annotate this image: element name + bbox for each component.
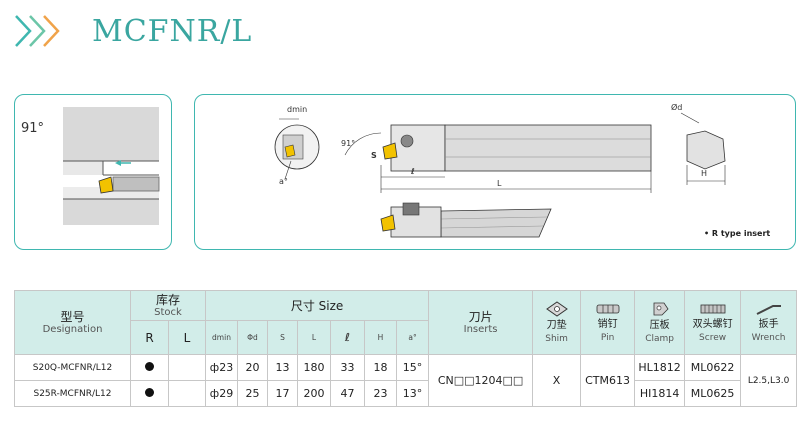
screw-cell: ML0622: [684, 354, 742, 381]
stock-r-cell: [130, 380, 169, 407]
shim-cell: X: [532, 354, 582, 407]
angle-label: 91°: [341, 139, 356, 148]
insert-cell: CN□□1204□□: [428, 354, 534, 407]
a-angle-label: a°: [279, 177, 288, 186]
screw-cell: ML0625: [684, 380, 742, 407]
L-header: L: [297, 320, 331, 355]
stock-header: 库存 Stock: [130, 290, 206, 321]
shim-icon: [545, 300, 568, 317]
dmin-cell: ф29: [205, 380, 238, 407]
stock-l-cell: [168, 380, 206, 407]
a-cell: 13°: [395, 380, 430, 407]
dmin-header: dmin: [205, 320, 238, 355]
wrench-cell: L2.5,L3.0: [740, 354, 798, 407]
h-header: H: [364, 320, 397, 355]
h-cell: 23: [364, 380, 397, 407]
inserts-header: 刀片 Inserts: [428, 290, 534, 355]
designation-cell: S20Q-MCFNR/L12: [14, 354, 131, 381]
screw-header: 双头螺钉 Screw: [684, 290, 742, 355]
spec-table: 型号 Designation 库存 Stock 尺寸 Size 刀片 Inser…: [14, 290, 798, 407]
wrench-header: 扳手 Wrench: [740, 290, 798, 355]
L-cell: 200: [297, 380, 331, 407]
pin-header: 销钉 Pin: [580, 290, 636, 355]
stock-r-cell: [130, 354, 169, 381]
L-cell: 180: [297, 354, 331, 381]
s-cell: 17: [267, 380, 298, 407]
stock-r-header: R: [130, 320, 169, 355]
in-stock-dot: [145, 362, 154, 371]
clamp-icon: [653, 302, 669, 315]
tool-dimension-diagram: dmin 91° S a° ℓ L Ød H: [194, 94, 796, 250]
approach-angle-diagram: 91°: [14, 94, 172, 250]
dmin-cell: ф23: [205, 354, 238, 381]
L-label: L: [497, 179, 502, 188]
l-cell: 47: [330, 380, 365, 407]
s-header: S: [267, 320, 298, 355]
clamp-header: 压板 Clamp: [634, 290, 686, 355]
l-label: ℓ: [411, 167, 415, 176]
pin-icon: [596, 304, 619, 313]
pin-cell: CTM613: [580, 354, 636, 407]
l-header: ℓ: [330, 320, 365, 355]
tool-drawing: [274, 112, 726, 238]
a-header: a°: [395, 320, 430, 355]
clamp-cell: HI1814: [634, 380, 686, 407]
size-header: 尺寸 Size: [204, 290, 430, 321]
table-row: S20Q-MCFNR/L12 ф23 20 13 180 33 18 15° C…: [14, 354, 798, 407]
table-row: S25R-MCFNR/L12 ф29 25 17 200 47 23 13° H…: [14, 380, 797, 407]
designation-header: 型号 Designation: [14, 290, 131, 355]
dmin-label: dmin: [287, 105, 308, 114]
phid-header: Φd: [237, 320, 268, 355]
workpiece-drawing: [63, 107, 160, 225]
d-cell: 25: [237, 380, 268, 407]
wrench-icon: [756, 304, 781, 315]
s-cell: 13: [267, 354, 298, 381]
a-cell: 15°: [395, 354, 430, 381]
designation-cell: S25R-MCFNR/L12: [14, 380, 131, 407]
shim-header: 刀垫 Shim: [532, 290, 582, 355]
screw-icon: [700, 304, 725, 313]
h-cell: 18: [364, 354, 397, 381]
l-cell: 33: [330, 354, 365, 381]
stock-l-cell: [168, 354, 206, 381]
od-label: Ød: [671, 103, 683, 112]
d-cell: 20: [237, 354, 268, 381]
s-label: S: [371, 151, 377, 160]
clamp-cell: HL1812: [634, 354, 686, 381]
stock-l-header: L: [168, 320, 206, 355]
approach-angle-label: 91°: [21, 121, 45, 136]
page-title: MCFNR/L: [92, 14, 253, 49]
r-type-note: • R type insert: [704, 229, 771, 238]
in-stock-dot: [145, 388, 154, 397]
h-label: H: [701, 169, 708, 178]
chevron-logo-icon: [15, 15, 60, 47]
